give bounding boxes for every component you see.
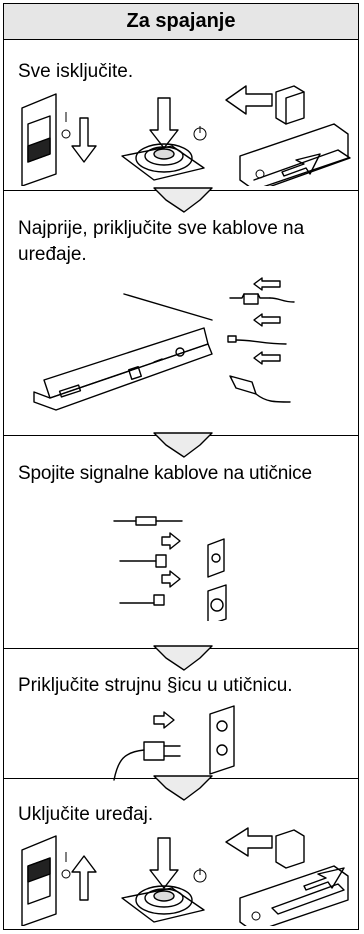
step-5-text: Uključite uređaj.: [18, 804, 154, 825]
flow-arrow-icon: [153, 432, 213, 458]
plug-out-icon: [225, 85, 351, 186]
step-5-illustration: [21, 827, 349, 926]
cable-icon: [113, 516, 183, 606]
step-3-text: Spojite signalne kablove na utičnice: [18, 463, 312, 484]
step-4-illustration: [113, 705, 235, 781]
power-outlet-icon: [209, 705, 235, 775]
plug-in-icon: [225, 827, 349, 926]
step-4-text: Priključite strujnu §icu u utičnicu.: [18, 675, 293, 696]
step-2-text-line1: Najprije, priključite sve kablove na: [18, 218, 305, 239]
wall-socket-icon: [207, 538, 227, 621]
step-1-illustration: [21, 85, 351, 186]
power-cord-icon: [113, 711, 181, 781]
step-2-illustration: [33, 277, 295, 411]
flow-arrow-icon: [153, 775, 213, 801]
power-switch-icon: [21, 93, 97, 186]
connect-instructions-panel: Za spajanje Sve isključite.: [3, 3, 359, 930]
step-2-text-line2: uređaje.: [18, 244, 87, 265]
step-1-text: Sve isključite.: [18, 61, 134, 82]
power-button-icon: [121, 837, 207, 923]
flow-arrow-icon: [153, 187, 213, 213]
power-switch-icon: [21, 835, 97, 926]
flow-arrow-icon: [153, 645, 213, 671]
panel-title: Za spajanje: [4, 4, 358, 40]
laptop-ports-icon: [33, 293, 213, 411]
step-3-illustration: [113, 516, 227, 621]
power-button-icon: [121, 97, 207, 181]
cable-icon: [227, 277, 295, 403]
